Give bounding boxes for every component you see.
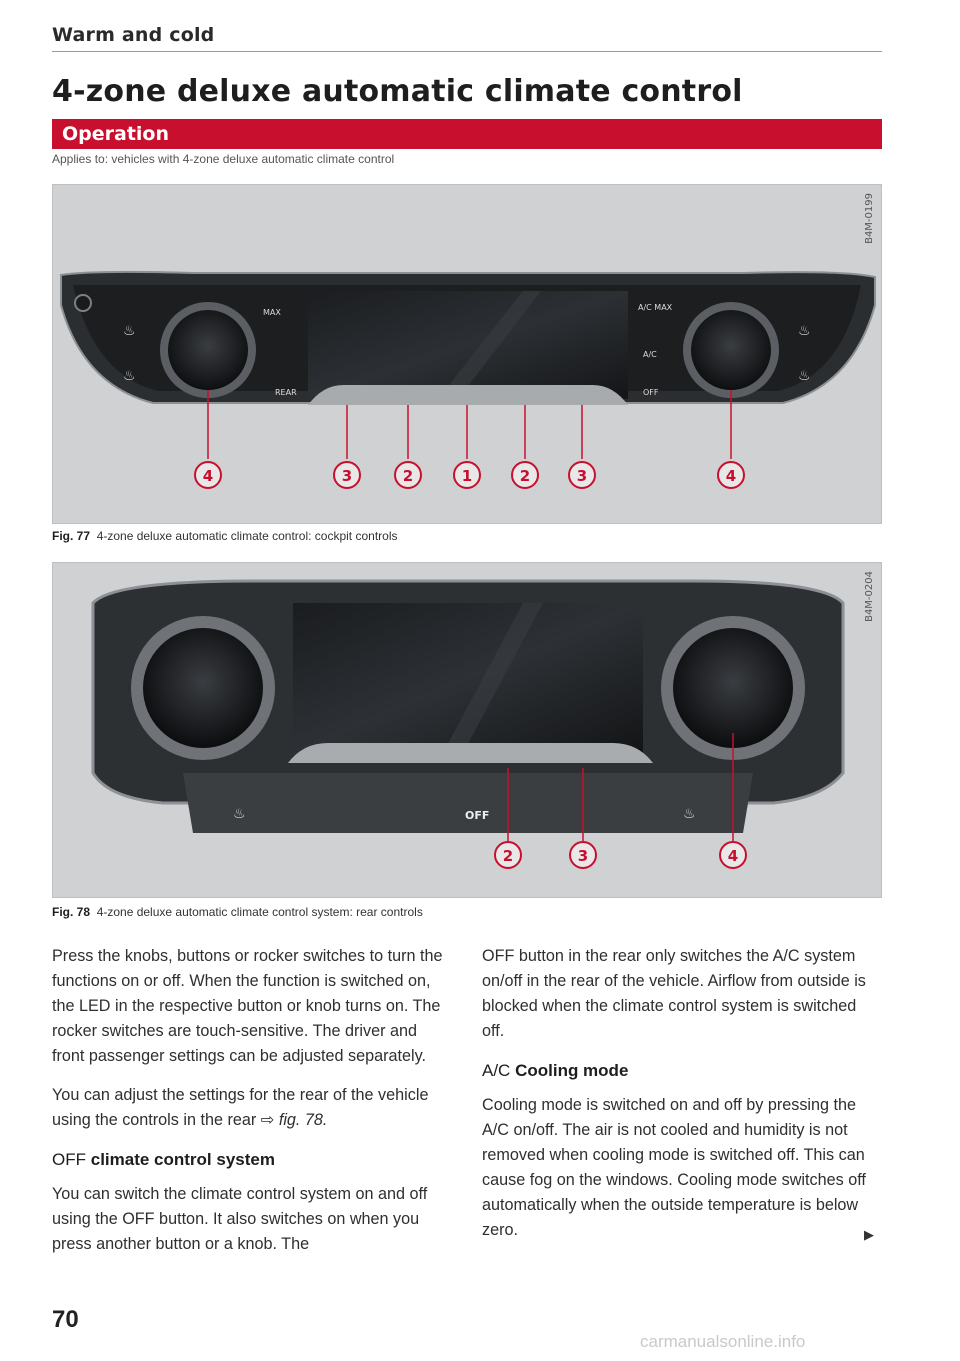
heading-ac-title: Cooling mode (515, 1061, 629, 1080)
callout-lines (507, 733, 734, 841)
rear-button-label[interactable]: REAR (275, 388, 297, 397)
callout-4-right (717, 461, 745, 489)
applies-to-note: Applies to: vehicles with 4-zone deluxe … (52, 152, 395, 166)
figure-cockpit-controls: B4M-0199 MAX REAR A/C MAX A/C OFF ♨ (52, 184, 882, 524)
figure-reference-link[interactable]: ⇨ fig. 78. (260, 1111, 328, 1129)
heading-ac: A/C Cooling mode (482, 1058, 882, 1083)
callout-3-number: 3 (578, 847, 588, 865)
right-temperature-knob[interactable] (691, 310, 771, 390)
figure-78-label: Fig. 78 (52, 905, 91, 919)
figure-78-caption: Fig. 78 4-zone deluxe automatic climate … (52, 905, 423, 919)
rear-off-button-label[interactable]: OFF (465, 809, 489, 822)
paragraph-cooling: Cooling mode is switched on and off by p… (482, 1096, 866, 1239)
figure-id: B4M-0199 (864, 193, 875, 244)
cockpit-controls-illustration: MAX REAR A/C MAX A/C OFF ♨ ♨ ♨ ♨ (60, 270, 876, 489)
figure-78-text: 4-zone deluxe automatic climate control … (96, 905, 423, 919)
section-banner: Operation (52, 119, 882, 149)
off-button-label[interactable]: OFF (643, 388, 659, 397)
heading-off: OFF climate control system (52, 1147, 452, 1172)
rear-controls-illustration: OFF ♨ ♨ 2 3 4 (91, 579, 845, 869)
rear-seat-heat-left-icon[interactable]: ♨ (233, 806, 246, 822)
left-small-button[interactable] (74, 294, 92, 312)
figure-77-caption: Fig. 77 4-zone deluxe automatic climate … (52, 529, 398, 543)
rear-left-knob[interactable] (143, 628, 263, 748)
section-header: Warm and cold (52, 24, 215, 46)
watermark: carmanualsonline.info (640, 1332, 806, 1351)
callout-lines (207, 390, 732, 459)
seat-vent-right-icon[interactable]: ♨ (798, 368, 811, 384)
seat-heat-left-icon[interactable]: ♨ (123, 323, 136, 339)
rear-settings-text: You can adjust the settings for the rear… (52, 1086, 429, 1129)
paragraph-rear-settings: You can adjust the settings for the rear… (52, 1083, 452, 1133)
callout-3-right-number: 3 (577, 467, 587, 485)
rear-rocker-bar[interactable] (288, 743, 653, 763)
page-number: 70 (52, 1306, 79, 1333)
rear-right-knob[interactable] (673, 628, 793, 748)
callout-1 (453, 461, 481, 489)
callout-2-right (511, 461, 539, 489)
callout-2-left-number: 2 (403, 467, 413, 485)
heading-off-prefix: OFF (52, 1150, 86, 1169)
callout-4-right-number: 4 (726, 467, 736, 485)
paragraph-operation: Press the knobs, buttons or rocker switc… (52, 947, 443, 1065)
callout-3 (569, 841, 597, 869)
right-column: OFF button in the rear only switches the… (482, 944, 882, 1257)
callout-4-left-number: 4 (203, 467, 213, 485)
rocker-switch-bar[interactable] (308, 385, 628, 405)
callout-4 (719, 841, 747, 869)
callout-4-left (194, 461, 222, 489)
callout-2-number: 2 (503, 847, 513, 865)
heading-off-title: climate control system (90, 1150, 275, 1169)
callout-3-left-number: 3 (342, 467, 352, 485)
ac-max-button-label[interactable]: A/C MAX (638, 303, 673, 312)
left-temperature-knob[interactable] (168, 310, 248, 390)
callout-2-left (394, 461, 422, 489)
callout-1-number: 1 (462, 467, 472, 485)
figure-77-label: Fig. 77 (52, 529, 91, 543)
callout-2 (494, 841, 522, 869)
seat-heat-right-icon[interactable]: ♨ (798, 323, 811, 339)
screen-reflection (443, 603, 543, 753)
left-column: Press the knobs, buttons or rocker switc… (52, 944, 452, 1271)
header-divider (52, 51, 882, 52)
callout-2-right-number: 2 (520, 467, 530, 485)
max-button-label[interactable]: MAX (263, 308, 281, 317)
paragraph-off: You can switch the climate control syste… (52, 1185, 428, 1253)
rear-button-row (183, 773, 753, 833)
screen-reflection (438, 291, 541, 399)
figure-77-text: 4-zone deluxe automatic climate control:… (96, 529, 398, 543)
page-title: 4-zone deluxe automatic climate control (52, 74, 743, 109)
figure-id: B4M-0204 (864, 571, 875, 622)
continue-arrow-icon: ▶ (864, 1227, 874, 1242)
callout-4-number: 4 (728, 847, 738, 865)
seat-vent-left-icon[interactable]: ♨ (123, 368, 136, 384)
heading-ac-prefix: A/C (482, 1061, 511, 1080)
callout-3-left (333, 461, 361, 489)
callout-3-right (568, 461, 596, 489)
rear-seat-heat-right-icon[interactable]: ♨ (683, 806, 696, 822)
paragraph-off-continued: OFF button in the rear only switches the… (482, 947, 866, 1040)
figure-rear-controls: B4M-0204 OFF ♨ ♨ (52, 562, 882, 898)
ac-button-label[interactable]: A/C (643, 350, 657, 359)
